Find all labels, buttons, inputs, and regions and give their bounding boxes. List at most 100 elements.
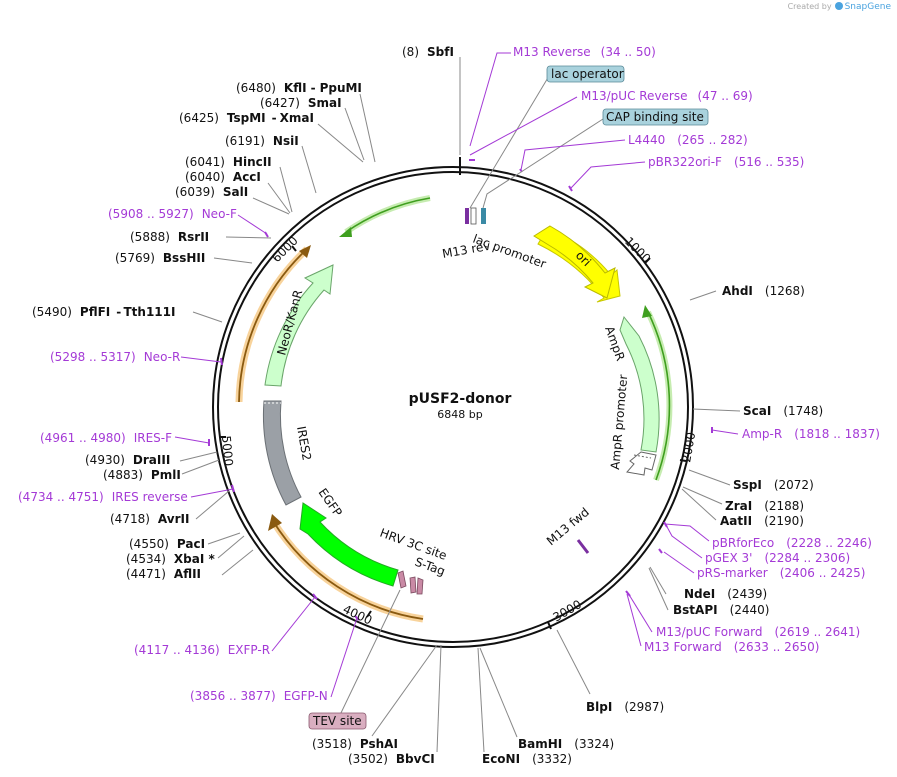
leader-bamhi bbox=[479, 647, 518, 738]
ampr-feature bbox=[619, 315, 660, 453]
primer-mark bbox=[312, 593, 318, 600]
site-avrii: (4718)AvrII bbox=[110, 512, 189, 526]
site-bstapi: BstAPI(2440) bbox=[673, 603, 769, 617]
top-green-arc-glow bbox=[344, 195, 431, 235]
backbone-outer-ring bbox=[212, 166, 694, 648]
feature-label-m13-rev: M13 rev bbox=[441, 239, 491, 261]
site-paci: (4550)PacI bbox=[129, 537, 205, 551]
site-ndei: NdeI(2439) bbox=[684, 587, 767, 601]
leader-rsrii bbox=[225, 236, 272, 239]
leader-draiii bbox=[179, 451, 218, 462]
site-sali: (6039)SalI bbox=[175, 185, 248, 199]
leader-amp-r bbox=[711, 429, 739, 435]
cap-site-feature bbox=[481, 208, 486, 224]
leader-econi bbox=[477, 647, 485, 753]
site-blpi: BlpI(2987) bbox=[586, 700, 664, 714]
ori-shape bbox=[533, 225, 616, 299]
leader-egfp-n bbox=[330, 617, 358, 698]
leader-pbrforeco bbox=[664, 523, 710, 542]
leader-pgex bbox=[665, 524, 703, 559]
feature-label-ampr-promoter: AmpR promoter bbox=[608, 374, 630, 470]
leader-prs-marker bbox=[663, 551, 695, 574]
primer-ires-reverse: (4734 .. 4751)IRES reverse bbox=[18, 490, 188, 504]
neo-orange-arc bbox=[238, 248, 308, 403]
primer-amp-r: Amp-R(1818 .. 1837) bbox=[742, 427, 880, 441]
primer-prs-marker: pRS-marker(2406 .. 2425) bbox=[697, 566, 865, 580]
leader-xbai bbox=[217, 535, 245, 559]
leader-sali bbox=[252, 197, 290, 215]
ampr-green-arc bbox=[647, 311, 671, 481]
site-acci: (6040)AccI bbox=[185, 170, 261, 184]
lac-operator-label: lac operator bbox=[551, 67, 624, 81]
site-bbvci: (3502)BbvCI bbox=[348, 752, 435, 766]
primer-marks bbox=[208, 159, 713, 621]
site-xbai: (4534)XbaI * bbox=[126, 552, 215, 566]
leader-bsshii bbox=[213, 257, 253, 264]
credit-prefix: Created by bbox=[787, 2, 832, 11]
primer-exfp-r: (4117 .. 4136)EXFP-R bbox=[134, 643, 270, 657]
ampr-green-arrow-icon bbox=[642, 305, 652, 318]
leader-xmai bbox=[317, 123, 364, 163]
leader-ires-f bbox=[174, 436, 210, 444]
tick-mark bbox=[291, 245, 297, 252]
site-draiii: (4930)DraIII bbox=[85, 453, 170, 467]
tick-mark bbox=[366, 610, 372, 618]
primer-mark bbox=[658, 548, 663, 554]
top-green-arrow-icon bbox=[339, 227, 352, 237]
primer-neo-r: (5298 .. 5317)Neo-R bbox=[50, 350, 180, 364]
feature-label-ires2: IRES2 bbox=[294, 425, 314, 462]
primer-neo-f: (5908 .. 5927)Neo-F bbox=[108, 207, 237, 221]
s-tag-tag-a bbox=[409, 576, 417, 594]
feature-label-m13-fwd: M13 fwd bbox=[544, 505, 592, 548]
leader-m13-puc-forward bbox=[627, 592, 653, 633]
site-ahdi: AhdI(1268) bbox=[722, 284, 805, 298]
tick-mark bbox=[644, 257, 651, 264]
tick-label-3000: 3000 bbox=[551, 597, 584, 624]
snapgene-logo-icon bbox=[834, 2, 843, 10]
leader-lines bbox=[179, 57, 741, 753]
m13-rev-feature bbox=[465, 208, 469, 224]
backbone-inner-ring bbox=[217, 171, 689, 643]
leader-sspi bbox=[688, 469, 731, 486]
plasmid-name: pUSF2-donor bbox=[409, 391, 512, 407]
tick-mark bbox=[679, 459, 687, 462]
plasmid-size: 6848 bp bbox=[437, 408, 482, 421]
ires2-feature bbox=[262, 400, 302, 506]
leader-lac-operator bbox=[469, 75, 550, 209]
site-zrai: ZraI(2188) bbox=[725, 499, 804, 513]
lac-operator-box bbox=[546, 65, 625, 83]
leader-l4440 bbox=[520, 139, 626, 171]
leader-aatii bbox=[681, 488, 717, 521]
leader-ahdi bbox=[689, 290, 717, 301]
primer-m13-puc-forward: M13/pUC Forward(2619 .. 2641) bbox=[656, 625, 860, 639]
tev-site-label: TEV site bbox=[312, 714, 362, 728]
primer-pgex-3: pGEX 3'(2284 .. 2306) bbox=[705, 551, 850, 565]
leader-ires-reverse bbox=[190, 488, 234, 498]
primer-ires-f: (4961 .. 4980)IRES-F bbox=[40, 431, 172, 445]
ampr-promoter-feature bbox=[626, 451, 657, 476]
primer-mark bbox=[568, 185, 573, 192]
leader-neo-f bbox=[237, 214, 268, 235]
site-kfli-ppumi: (6480)KflI-PpuMI bbox=[236, 81, 362, 95]
tick-label-5000: 5000 bbox=[219, 435, 236, 467]
ampr-promoter-dotted-line bbox=[633, 454, 652, 459]
leader-smai bbox=[344, 107, 365, 161]
primer-mark bbox=[220, 357, 223, 366]
neo-kanr-feature bbox=[264, 264, 334, 387]
leader-pmli bbox=[181, 459, 220, 475]
leader-ndei bbox=[649, 566, 667, 595]
cap-binding-site-label: CAP binding site bbox=[606, 110, 704, 124]
leader-exfp-r bbox=[271, 596, 316, 652]
primer-m13-forward: M13 Forward(2633 .. 2650) bbox=[644, 640, 819, 654]
leader-bbvci bbox=[436, 644, 442, 753]
site-aflii: (4471)AflII bbox=[126, 567, 201, 581]
leader-zrai bbox=[682, 486, 723, 505]
site-smai: (6427)SmaI bbox=[260, 96, 342, 110]
leader-nsii bbox=[301, 145, 317, 194]
leader-neo-r bbox=[180, 356, 222, 363]
site-pmli: (4883)PmlI bbox=[103, 468, 181, 482]
leader-hincii bbox=[279, 166, 293, 213]
primer-pbr322ori-f: pBR322ori-F(516 .. 535) bbox=[648, 155, 804, 169]
cap-binding-site-box bbox=[602, 108, 709, 126]
